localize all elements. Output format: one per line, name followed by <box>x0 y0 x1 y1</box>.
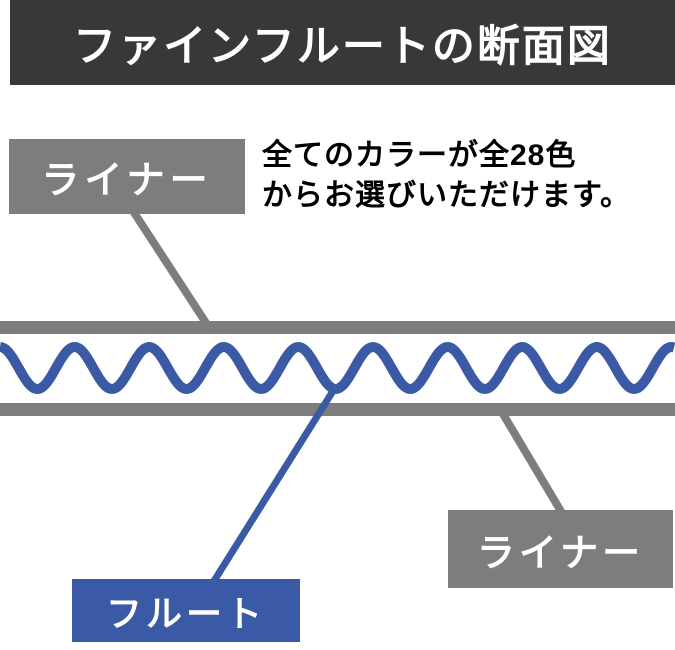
top-liner-leader-line <box>129 208 214 332</box>
flute-leader-line <box>211 389 336 583</box>
flute-label-text: フルート <box>105 592 266 634</box>
bottom-liner-leader-line <box>496 406 566 516</box>
flute-label: フルート <box>72 579 300 642</box>
liner-label-top: ライナー <box>9 139 245 214</box>
title-bar: ファインフルートの断面図 <box>10 0 675 85</box>
annotation-text: 全てのカラーが全28色 からお選びいただけます。 <box>262 136 631 216</box>
liner-label-bottom: ライナー <box>448 510 673 588</box>
annotation-line-2: からお選びいただけます。 <box>262 179 631 212</box>
bottom-liner-bar <box>0 403 675 416</box>
flute-wave <box>0 341 675 395</box>
liner-label-top-text: ライナー <box>41 160 213 202</box>
page-title: ファインフルートの断面図 <box>73 22 612 71</box>
annotation-line-1: 全てのカラーが全28色 <box>262 139 577 172</box>
top-liner-bar <box>0 321 675 334</box>
liner-label-bottom-text: ライナー <box>476 532 645 575</box>
